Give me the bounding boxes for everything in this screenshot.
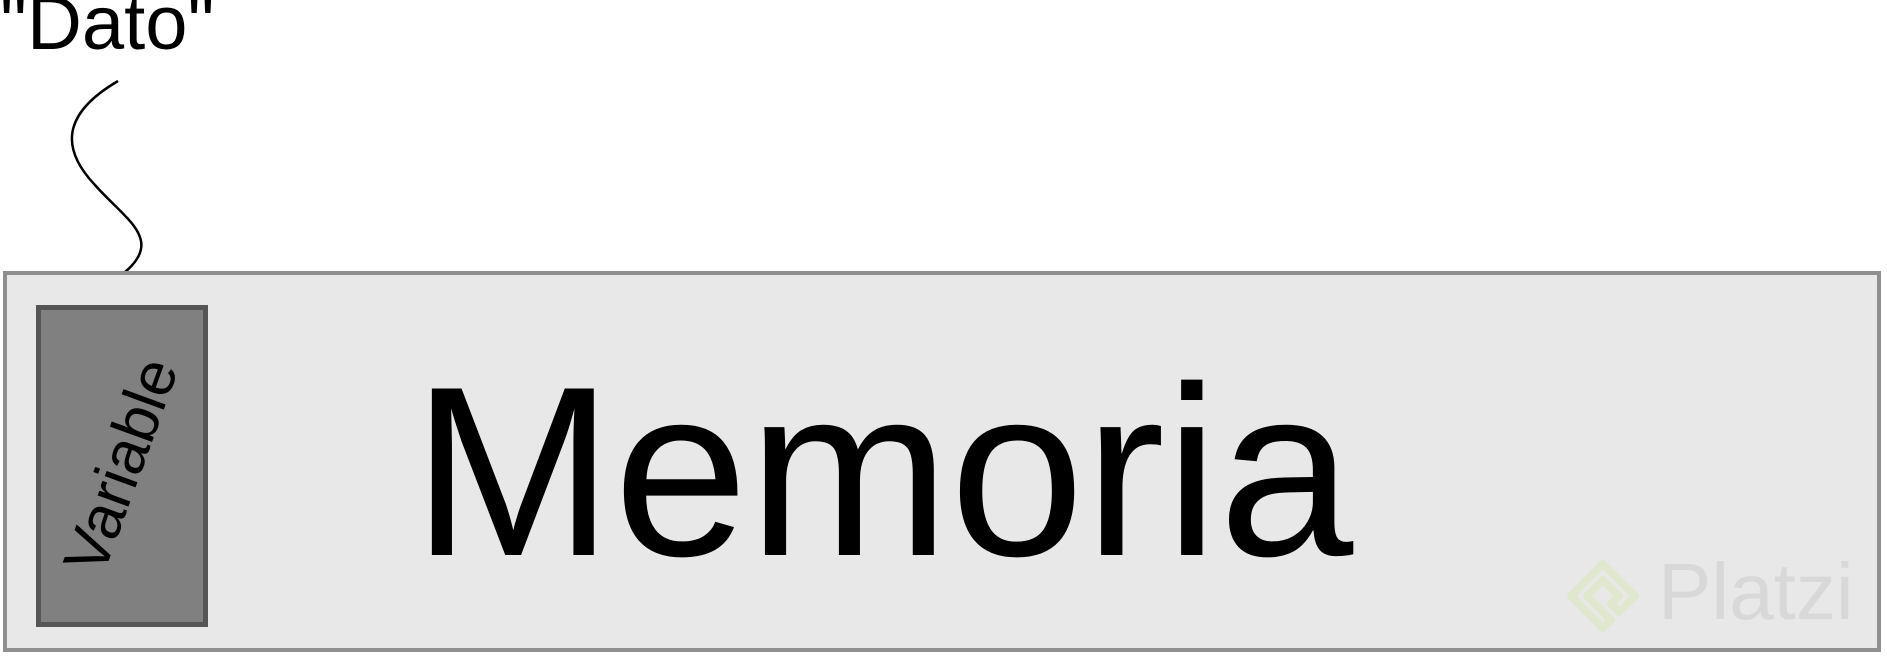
- platzi-logo-icon: [1567, 560, 1639, 632]
- variable-label: Variable: [50, 349, 193, 583]
- platzi-wordmark: Platzi: [1658, 547, 1854, 636]
- memory-label: Memoria: [412, 337, 1354, 607]
- variable-block: Variable: [36, 305, 208, 627]
- memory-block: [3, 271, 1881, 652]
- dato-label: "Dato": [0, 0, 215, 66]
